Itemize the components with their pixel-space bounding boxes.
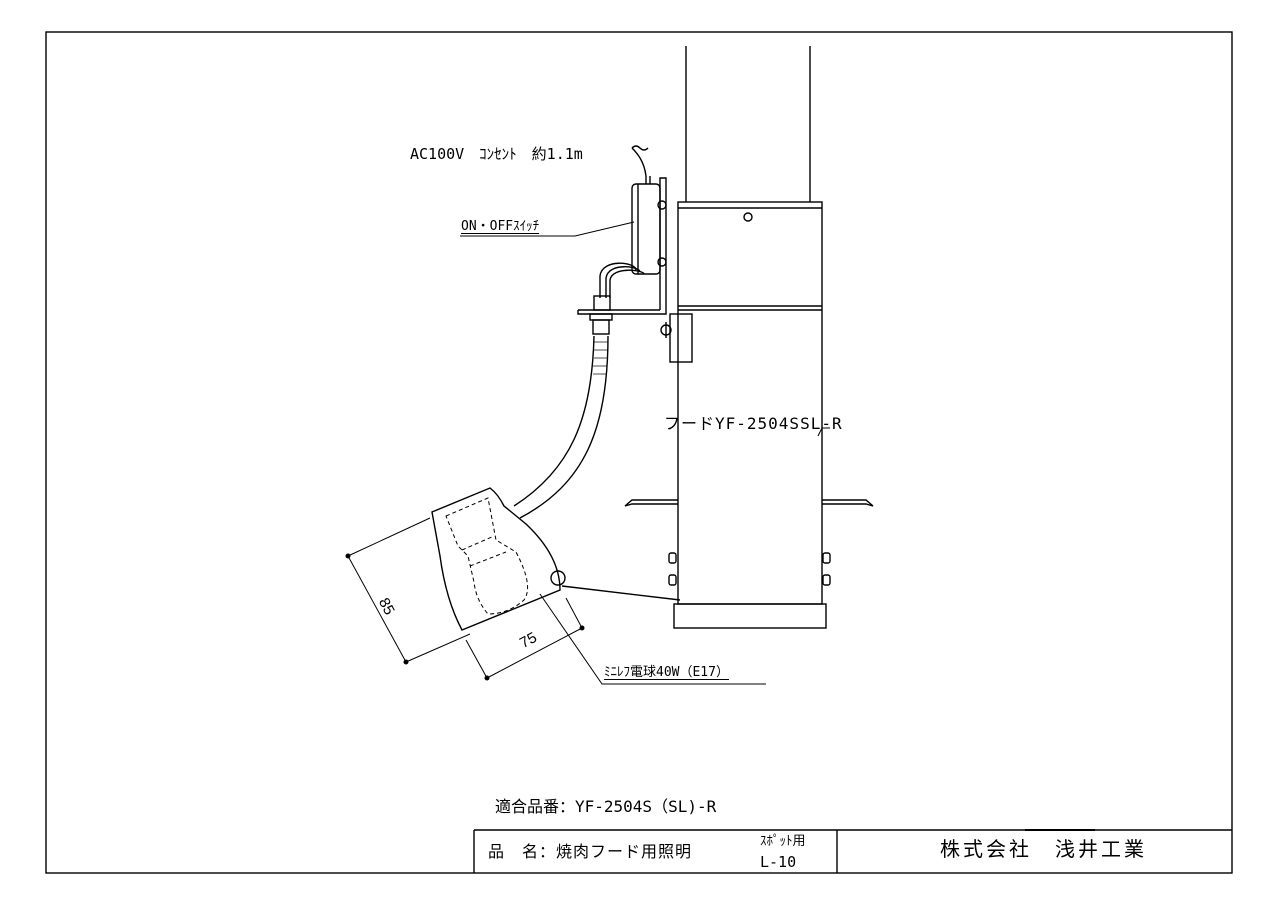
hood-body (624, 201, 874, 629)
duct-pipe (685, 46, 811, 202)
dimension-85 (345, 517, 471, 665)
switch-label: ON・OFFｽｲｯﾁ (461, 219, 540, 234)
bulb-label: ﾐﾆﾚﾌ電球40W（E17） (604, 665, 729, 680)
leader-lines (460, 221, 830, 685)
hood-model-label: フードYF-2504SSL-R (664, 414, 843, 433)
power-cord-label: AC100V ｺﾝｾﾝﾄ 約1.1m (410, 145, 583, 163)
lamp-shade (431, 487, 566, 631)
drawing-border (45, 31, 1233, 874)
type-line-1: ｽﾎﾟｯﾄ用 (760, 834, 806, 849)
company-name: 株式会社 浅井工業 (940, 837, 1147, 861)
on-off-switch (631, 145, 667, 275)
switch-cable (599, 262, 645, 298)
product-name: 品 名：焼肉フード用照明 (488, 842, 693, 861)
flexible-arm (513, 335, 609, 519)
type-line-2: L-10 (760, 853, 797, 871)
support-wire (561, 585, 681, 601)
dimension-75 (465, 597, 585, 681)
cable-gland (589, 295, 613, 335)
compatible-model: 適合品番：YF-2504S（SL)-R (495, 797, 717, 816)
